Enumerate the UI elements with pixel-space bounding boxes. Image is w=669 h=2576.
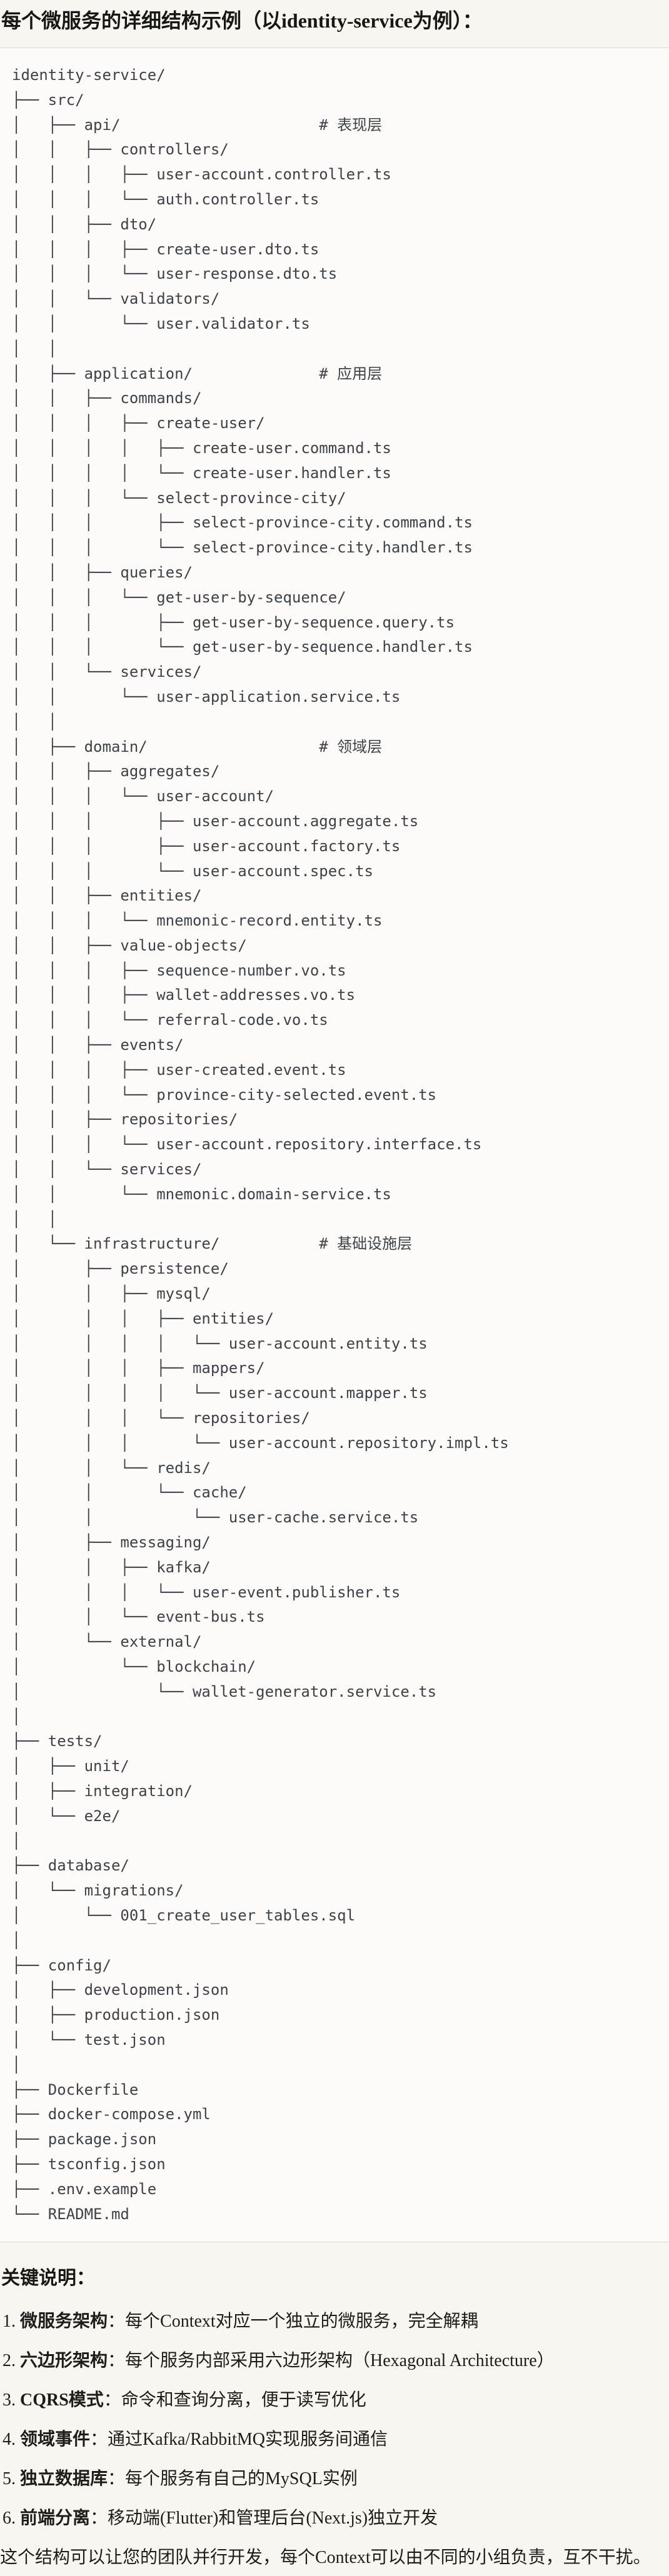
note-label: 领域事件 [20, 2430, 91, 2450]
note-text: ：每个Context对应一个独立的微服务，完全解耦 [108, 2312, 478, 2332]
note-item-domain-events: 4.领域事件：通过Kafka/RabbitMQ实现服务间通信 [3, 2428, 669, 2452]
note-number: 1. [3, 2312, 16, 2332]
note-number: 3. [3, 2390, 16, 2410]
note-text: ：移动端(Flutter)和管理后台(Next.js)独立开发 [90, 2509, 438, 2529]
closing-paragraph: 这个结构可以让您的团队并行开发，每个Context可以由不同的小组负责，互不干扰… [0, 2548, 651, 2568]
note-number: 2. [3, 2351, 16, 2371]
document: 每个微服务的详细结构示例（以identity-service为例）： ident… [0, 7, 669, 2570]
directory-tree: identity-service/ ├── src/ │ ├── api/ # … [12, 66, 509, 2223]
page-title: 每个微服务的详细结构示例（以identity-service为例）： [1, 9, 483, 32]
note-label: 前端分离 [20, 2509, 91, 2529]
note-number: 4. [3, 2430, 16, 2450]
note-label: CQRS模式 [20, 2390, 104, 2410]
note-item-microservices: 1.微服务架构：每个Context对应一个独立的微服务，完全解耦 [3, 2310, 669, 2334]
notes-list: 1.微服务架构：每个Context对应一个独立的微服务，完全解耦 2.六边形架构… [0, 2310, 669, 2530]
note-label: 独立数据库 [20, 2469, 108, 2489]
note-text: ：命令和查询分离，便于读写优化 [103, 2390, 366, 2410]
note-label: 六边形架构 [20, 2351, 108, 2371]
note-text: ：每个服务内部采用六边形架构（Hexagonal Architecture） [108, 2351, 555, 2371]
note-text: ：每个服务有自己的MySQL实例 [108, 2469, 358, 2489]
notes-heading: 关键说明： [1, 2268, 95, 2289]
note-item-cqrs: 3.CQRS模式：命令和查询分离，便于读写优化 [3, 2389, 669, 2412]
note-item-frontend: 6.前端分离：移动端(Flutter)和管理后台(Next.js)独立开发 [3, 2507, 669, 2530]
note-item-database: 5.独立数据库：每个服务有自己的MySQL实例 [3, 2467, 669, 2491]
note-number: 5. [3, 2469, 16, 2489]
note-label: 微服务架构 [20, 2312, 108, 2332]
note-item-hexagonal: 2.六边形架构：每个服务内部采用六边形架构（Hexagonal Architec… [3, 2349, 669, 2373]
note-number: 6. [3, 2509, 16, 2529]
note-text: ：通过Kafka/RabbitMQ实现服务间通信 [90, 2430, 388, 2450]
code-block: identity-service/ ├── src/ │ ├── api/ # … [0, 47, 669, 2243]
